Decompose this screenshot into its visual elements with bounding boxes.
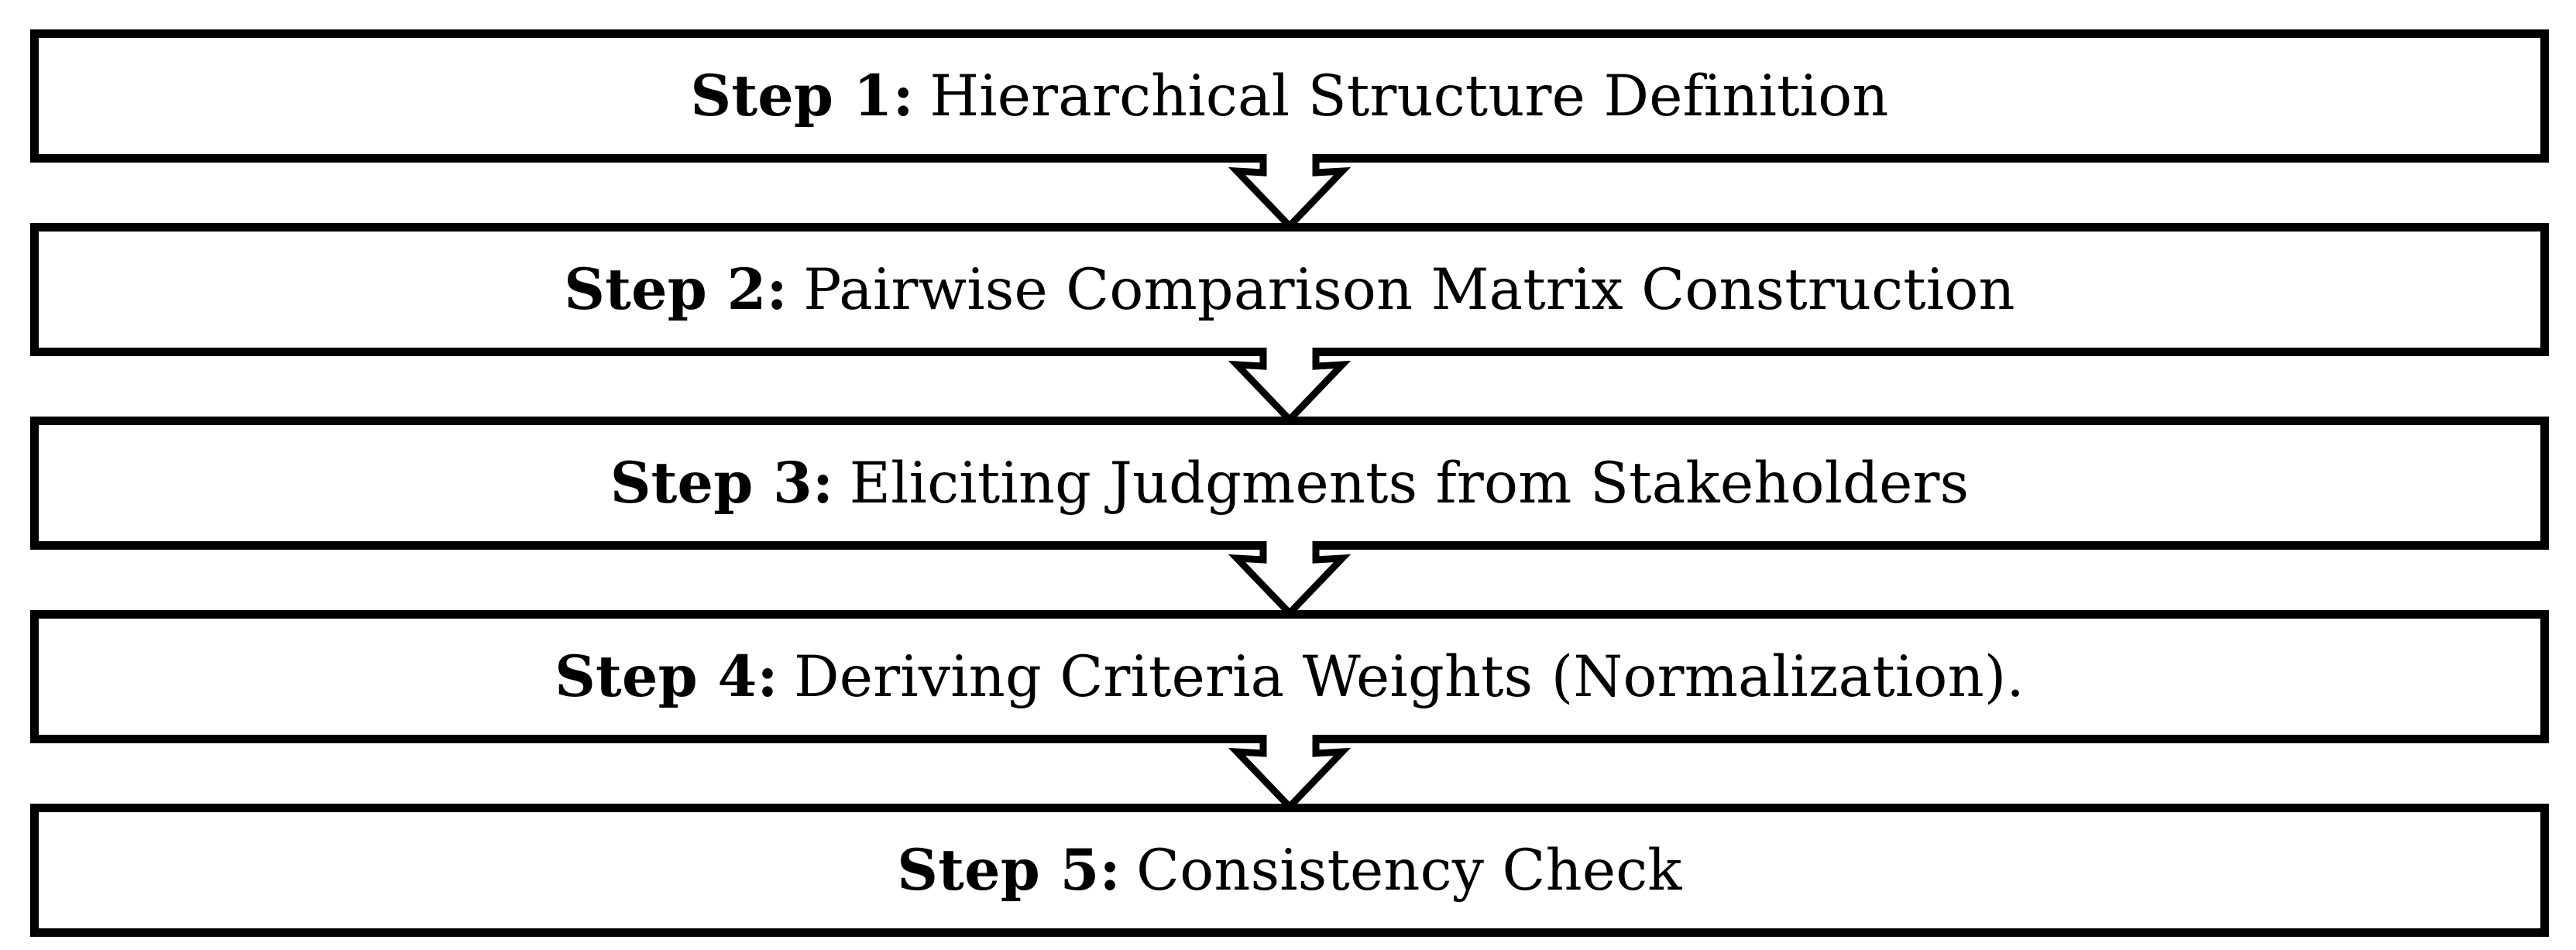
step-box-3: Step 3:Eliciting Judgments from Stakehol… [30,417,2549,550]
step-4-title: Deriving Criteria Weights (Normalization… [794,643,2025,710]
step-5-text: Step 5:Consistency Check [897,842,1682,899]
step-4-text: Step 4:Deriving Criteria Weights (Normal… [555,648,2025,705]
down-arrow-icon [1228,348,1352,425]
step-box-1: Step 1:Hierarchical Structure Definition [30,29,2549,163]
step-1-label: Step 1: [690,62,914,129]
step-5-title: Consistency Check [1136,837,1682,904]
down-arrow-icon [1228,541,1352,619]
step-2-text: Step 2:Pairwise Comparison Matrix Constr… [564,261,2014,318]
step-2-label: Step 2: [564,256,788,323]
step-3-text: Step 3:Eliciting Judgments from Stakehol… [610,454,1970,512]
step-1-text: Step 1:Hierarchical Structure Definition [690,67,1888,125]
step-4-label: Step 4: [555,643,778,710]
step-3-label: Step 3: [610,449,834,516]
down-arrow-icon [1228,154,1352,231]
step-3-title: Eliciting Judgments from Stakeholders [849,450,1970,516]
step-box-4: Step 4:Deriving Criteria Weights (Normal… [30,610,2549,743]
step-2-title: Pairwise Comparison Matrix Construction [803,256,2015,323]
step-5-label: Step 5: [897,836,1121,904]
step-1-title: Hierarchical Structure Definition [929,63,1889,129]
down-arrow-icon [1228,735,1352,812]
step-box-5: Step 5:Consistency Check [30,804,2549,937]
step-box-2: Step 2:Pairwise Comparison Matrix Constr… [30,223,2549,356]
